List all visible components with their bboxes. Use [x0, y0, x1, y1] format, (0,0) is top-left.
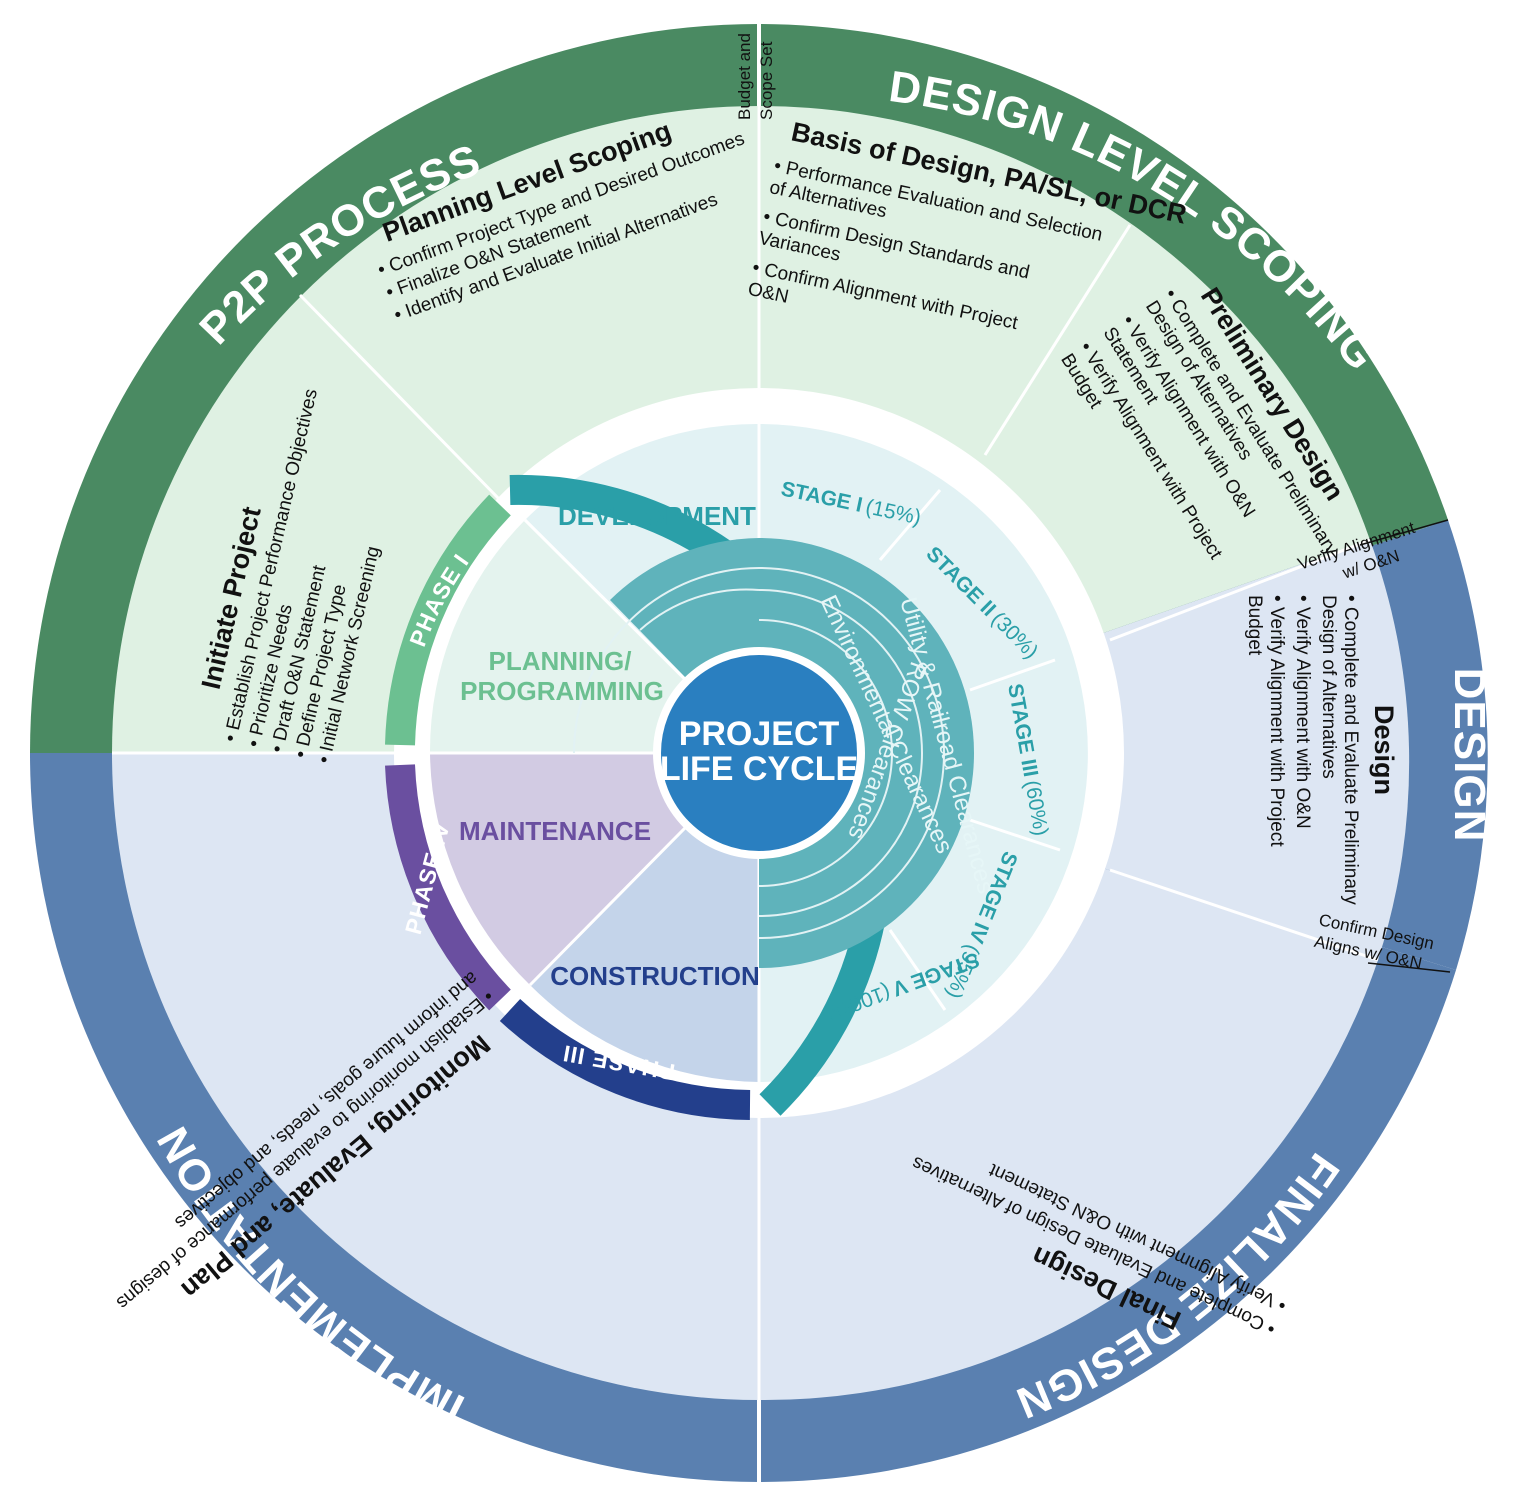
center-circle: PROJECT LIFE CYCLE — [653, 647, 865, 859]
svg-text:• Verify Alignment with Proje: • Verify Alignment with Project — [1266, 595, 1287, 847]
category-development: DEVELOPMENT — [558, 501, 756, 531]
phase-iv-arc — [385, 764, 511, 1011]
svg-text:• Verify Alignment with O&N: • Verify Alignment with O&N — [1292, 595, 1313, 829]
phase-iii-arc — [499, 998, 751, 1120]
center-label-line2: LIFE CYCLE — [660, 750, 858, 788]
svg-text:Scope Set: Scope Set — [757, 41, 776, 120]
center-label-line1: PROJECT — [679, 715, 840, 753]
phase-i-arc — [385, 494, 511, 746]
svg-text:Budget: Budget — [1244, 595, 1265, 656]
svg-text:Design: Design — [1369, 705, 1399, 795]
box-design: Design • Complete and Evaluate Prelimina… — [1244, 595, 1399, 905]
category-planning-line2: PROGRAMMING — [460, 676, 664, 706]
category-construction: CONSTRUCTION — [550, 961, 759, 991]
svg-text:Budget and: Budget and — [735, 33, 754, 120]
category-maintenance: MAINTENANCE — [459, 816, 651, 846]
svg-text:• Complete and Evaluate Prelim: • Complete and Evaluate Preliminary — [1340, 595, 1361, 905]
category-planning-line1: PLANNING/ — [489, 646, 632, 676]
svg-text:Design of Alternatives: Design of Alternatives — [1318, 595, 1339, 779]
note-budget-scope: Budget and Scope Set — [735, 33, 776, 120]
ring-label-design: DESIGN — [1445, 668, 1494, 843]
